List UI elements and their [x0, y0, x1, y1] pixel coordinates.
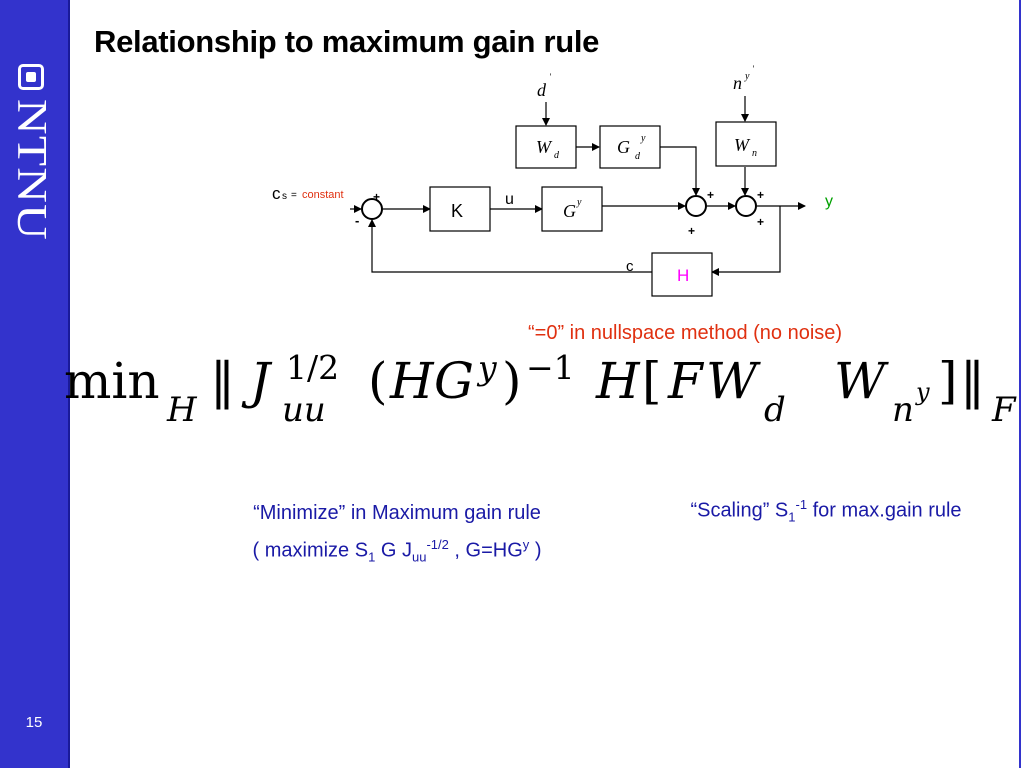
formula-norm-sub: F [992, 390, 1016, 430]
formula-j-sub: uu [282, 390, 326, 430]
formula-g-sup: y [478, 348, 497, 387]
h-to-sum1-arrow [368, 219, 652, 273]
y-to-h-arrow [711, 206, 781, 276]
h-label: H [677, 266, 689, 285]
formula-min: min [64, 352, 160, 410]
gy-sup: y [576, 197, 582, 208]
wn-sub: n [752, 148, 757, 159]
sign-plus-sum1: + [373, 190, 380, 204]
gd-block [599, 125, 661, 169]
formula-lbrack: [ [642, 352, 662, 410]
n-sup2: ' [752, 64, 755, 74]
scaling-annotation: “Scaling” S1-1 for max.gain rule [690, 497, 962, 525]
formula-f: F [668, 352, 703, 410]
summing-junction-feedback [361, 198, 383, 220]
cs-eq: = [291, 190, 297, 201]
sign-minus-sum1: - [355, 213, 359, 228]
sign-plus-sum3-top: + [757, 188, 764, 202]
formula-h: H [390, 352, 434, 410]
formula-j-sup: 1/2 [286, 348, 340, 387]
sidebar: NTNU 15 [0, 0, 68, 768]
u-label: u [505, 191, 514, 208]
gy-label: G [563, 201, 576, 221]
wn-block [715, 121, 777, 167]
ntnu-logo: NTNU [8, 99, 54, 241]
n-label: n [733, 73, 742, 93]
gd-sup: y [640, 133, 646, 144]
nullspace-annotation: “=0” in nullspace method (no noise) [528, 322, 843, 344]
formula-j: J [250, 352, 271, 410]
svg-text:NTNU: NTNU [8, 99, 54, 241]
wd-sub: d [554, 150, 560, 161]
slide-title: Relationship to maximum gain rule [94, 24, 600, 59]
block-diagram: W d G d y W n G y d ' n y ' K H u y c c … [272, 64, 833, 297]
formula-w: W [706, 352, 758, 410]
gd-sub: d [635, 151, 641, 162]
sidebar-divider [68, 0, 70, 768]
gy-block [541, 186, 603, 232]
cs-label: c [272, 184, 281, 203]
formula-norm-left: ‖ [210, 352, 235, 410]
ntnu-logo-mark [18, 64, 44, 90]
wn-label: W [734, 135, 751, 155]
formula-norm-right: ‖ [960, 352, 985, 410]
formula-w2-sub: n [892, 390, 914, 430]
d-sup: ' [549, 72, 552, 82]
gd-label: G [617, 137, 630, 157]
n-sup: y [744, 71, 750, 82]
sign-plus-sum2-bottom: + [688, 224, 695, 238]
formula-inv: −1 [526, 348, 575, 387]
right-frame-line [1019, 0, 1021, 768]
c-label: c [626, 258, 634, 275]
formula-w2-subsup: y [916, 378, 930, 406]
formula-w2: W [834, 352, 886, 410]
formula-w-sub: d [764, 390, 786, 430]
y-label: y [825, 193, 833, 210]
k-label: K [451, 201, 463, 221]
wd-label: W [536, 137, 553, 157]
minimize-line-1: “Minimize” in Maximum gain rule [253, 502, 541, 524]
formula-rparen: ) [502, 352, 522, 410]
sign-plus-sum2-left: + [707, 188, 714, 202]
summing-junction-disturbance [685, 195, 707, 217]
formula-rbrack: ] [938, 352, 958, 410]
formula-lparen: ( [368, 352, 388, 410]
cs-sub: s [282, 191, 287, 202]
h-block [651, 252, 713, 297]
gd-to-sum2-arrow [659, 146, 700, 196]
wd-block [515, 125, 577, 169]
minimize-line-2: ( maximize S1 G Juu-1/2 , G=HGy ) [252, 537, 542, 565]
formula-h2: H [596, 352, 640, 410]
cs-constant: constant [302, 189, 344, 201]
formula-min-sub: H [167, 390, 197, 430]
sign-plus-sum3-bottom: + [757, 215, 764, 229]
k-block [429, 186, 491, 232]
summing-junction-noise [735, 195, 757, 217]
minimize-annotation: “Minimize” in Maximum gain rule ( maximi… [192, 497, 602, 574]
slide-number: 15 [25, 714, 43, 731]
formula-g: G [434, 352, 474, 410]
d-label: d [537, 80, 547, 100]
